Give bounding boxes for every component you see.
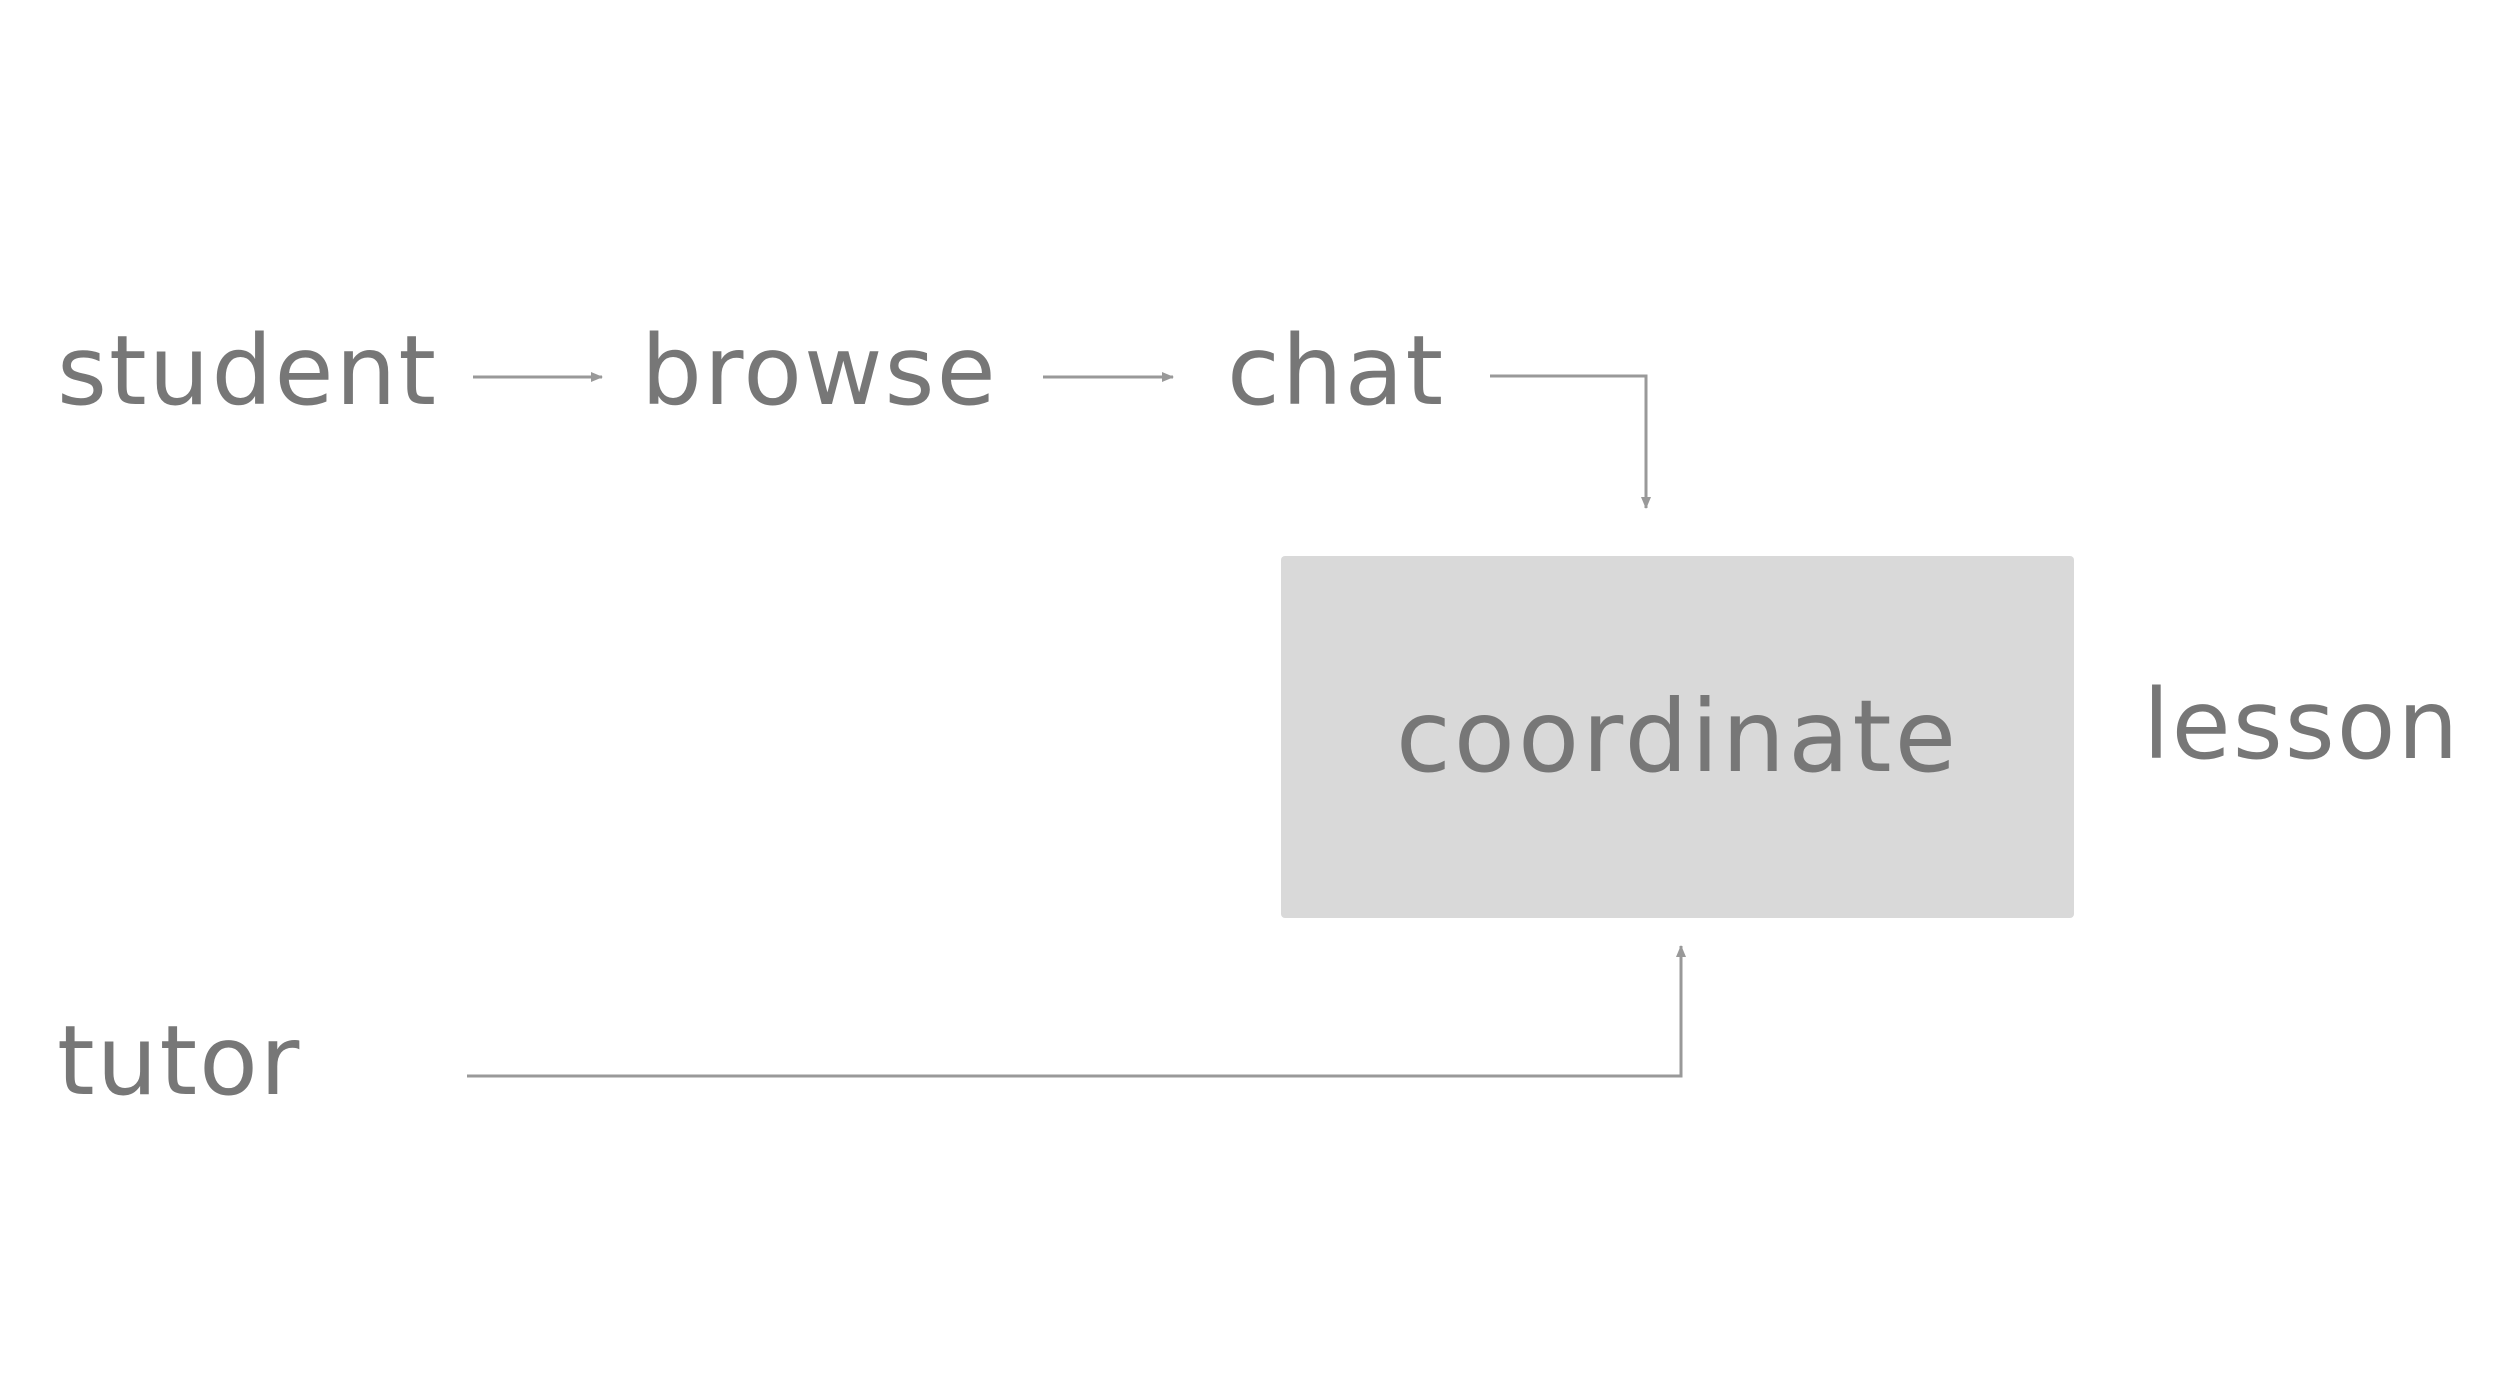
node-student: student [57, 315, 438, 427]
node-lesson: lesson [2143, 669, 2461, 781]
node-chat: chat [1227, 315, 1446, 427]
node-coordinate: coordinate [1395, 678, 1960, 795]
edge-tutor-coordinate [467, 945, 1686, 1078]
node-coordinate-box: coordinate [1281, 556, 2074, 918]
node-browse: browse [641, 315, 998, 427]
edge-chat-coordinate [1490, 374, 1651, 509]
node-tutor: tutor [57, 1005, 302, 1117]
